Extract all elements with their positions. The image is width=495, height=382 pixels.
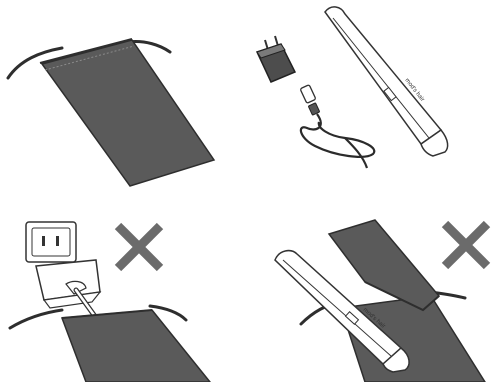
cable-icon [300, 85, 374, 168]
cross-icon [445, 224, 487, 266]
pouch-illustration [0, 0, 250, 190]
ac-adapter-icon [257, 36, 295, 82]
cross-icon [118, 226, 160, 268]
plug-in-pouch-illustration [0, 200, 250, 382]
wrap-on-pouch-illustration: mod's hair [245, 200, 495, 382]
accessories-illustration: mod's hair [245, 0, 495, 190]
hair-straightener-icon: mod's hair [325, 7, 448, 156]
wall-outlet-icon [26, 222, 76, 262]
